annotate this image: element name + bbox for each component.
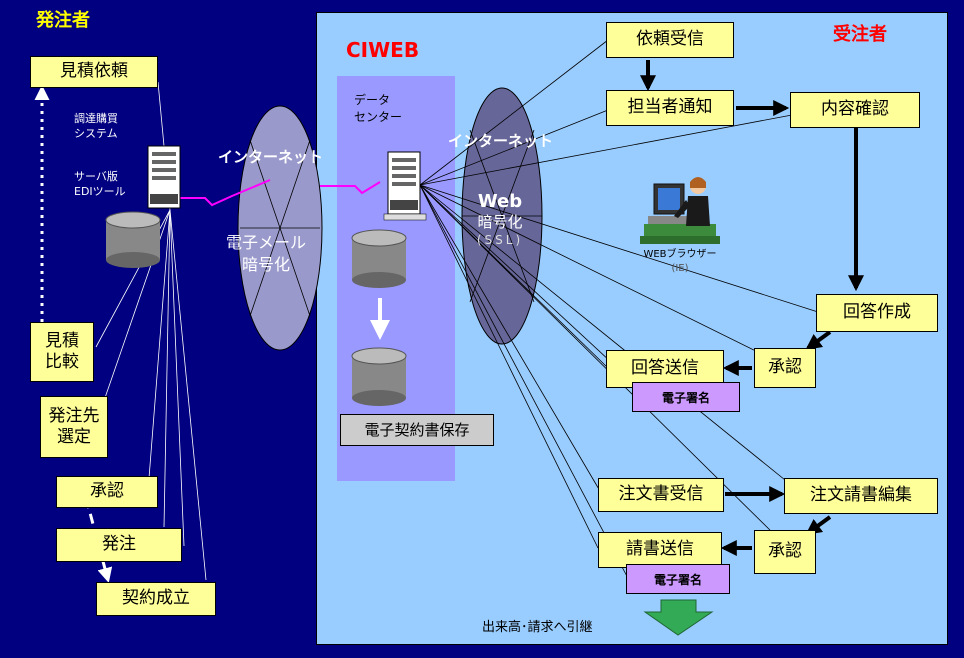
order-receive-box: 注文書受信 xyxy=(598,478,724,512)
order-confirm-edit-box: 注文請書編集 xyxy=(784,478,938,514)
web-encryption-label: Web 暗号化 (SSL) xyxy=(458,190,542,248)
datacenter-line-1: データ xyxy=(354,93,391,107)
datacenter-label: データ センター xyxy=(354,92,402,126)
ellipse-cross-lines xyxy=(240,129,542,317)
order-box: 発注 xyxy=(56,528,182,562)
procurement-system-line-2: システム xyxy=(74,126,118,140)
estimate-compare-line-2: 比較 xyxy=(45,352,79,372)
handover-label: 出来高･請求へ引継 xyxy=(482,620,593,635)
procurement-system-label: 調達購買 システム xyxy=(74,112,118,142)
request-receive-box: 依頼受信 xyxy=(606,22,734,58)
datacenter-line-2: センター xyxy=(354,109,403,124)
edi-database-icon xyxy=(105,211,161,268)
edi-tool-label: サーバ版 EDIツール xyxy=(74,170,126,200)
edi-tool-line-2: EDIツール xyxy=(74,184,126,198)
web-encryption-line: 暗号化 xyxy=(477,213,523,232)
confirm-send-box: 請書送信 xyxy=(598,532,722,568)
arrow-create-to-approve xyxy=(805,330,832,350)
supplier-select-line-2: 選定 xyxy=(57,427,91,447)
digital-signature-badge-2: 電子署名 xyxy=(626,564,730,594)
procurement-system-line-1: 調達購買 xyxy=(74,112,118,125)
edi-server-icon xyxy=(147,145,181,209)
ssl-label: (SSL) xyxy=(476,232,524,247)
web-label: Web xyxy=(477,191,523,212)
reply-create-box: 回答作成 xyxy=(816,294,938,332)
network-link-right xyxy=(320,181,381,195)
order-approve-box: 承認 xyxy=(754,530,816,574)
content-check-box: 内容確認 xyxy=(790,92,920,128)
email-encryption-label: 電子メール 暗号化 xyxy=(226,232,306,277)
estimate-compare-box: 見積 比較 xyxy=(30,322,94,382)
browser-user-icon xyxy=(640,177,720,244)
staff-notify-box: 担当者通知 xyxy=(606,90,734,126)
digital-signature-badge-1: 電子署名 xyxy=(632,382,740,412)
browser-label: WEBブラウザー (IE) xyxy=(640,248,720,275)
internet-label-left: インターネット xyxy=(218,148,324,166)
browser-line-2: (IE) xyxy=(671,262,689,274)
contract-complete-box: 契約成立 xyxy=(96,582,216,616)
handover-arrow-icon xyxy=(643,599,714,636)
ciweb-header: CIWEB xyxy=(346,38,420,62)
reply-approve-box: 承認 xyxy=(754,348,816,388)
supplier-select-box: 発注先 選定 xyxy=(40,396,108,458)
browser-line-1: WEBブラウザー xyxy=(643,249,717,260)
network-link-left xyxy=(178,179,271,207)
supplier-select-line-1: 発注先 xyxy=(48,405,100,426)
edi-tool-line-1: サーバ版 xyxy=(74,170,118,183)
contract-storage-box: 電子契約書保存 xyxy=(340,414,494,446)
right-connection-lines xyxy=(419,39,819,583)
datacenter-server-icon xyxy=(383,151,427,221)
orderer-approve-box: 承認 xyxy=(56,476,158,508)
datacenter-database-icon xyxy=(351,229,407,288)
orderer-header: 発注者 xyxy=(36,10,90,31)
receiver-header: 受注者 xyxy=(833,24,887,45)
estimate-request-box: 見積依頼 xyxy=(30,56,158,88)
email-encryption-line-1: 電子メール xyxy=(226,233,307,252)
contract-database-icon xyxy=(351,347,407,406)
internet-label-right: インターネット xyxy=(448,132,554,150)
estimate-compare-line-1: 見積 xyxy=(45,330,79,351)
email-encryption-line-2: 暗号化 xyxy=(242,255,291,275)
